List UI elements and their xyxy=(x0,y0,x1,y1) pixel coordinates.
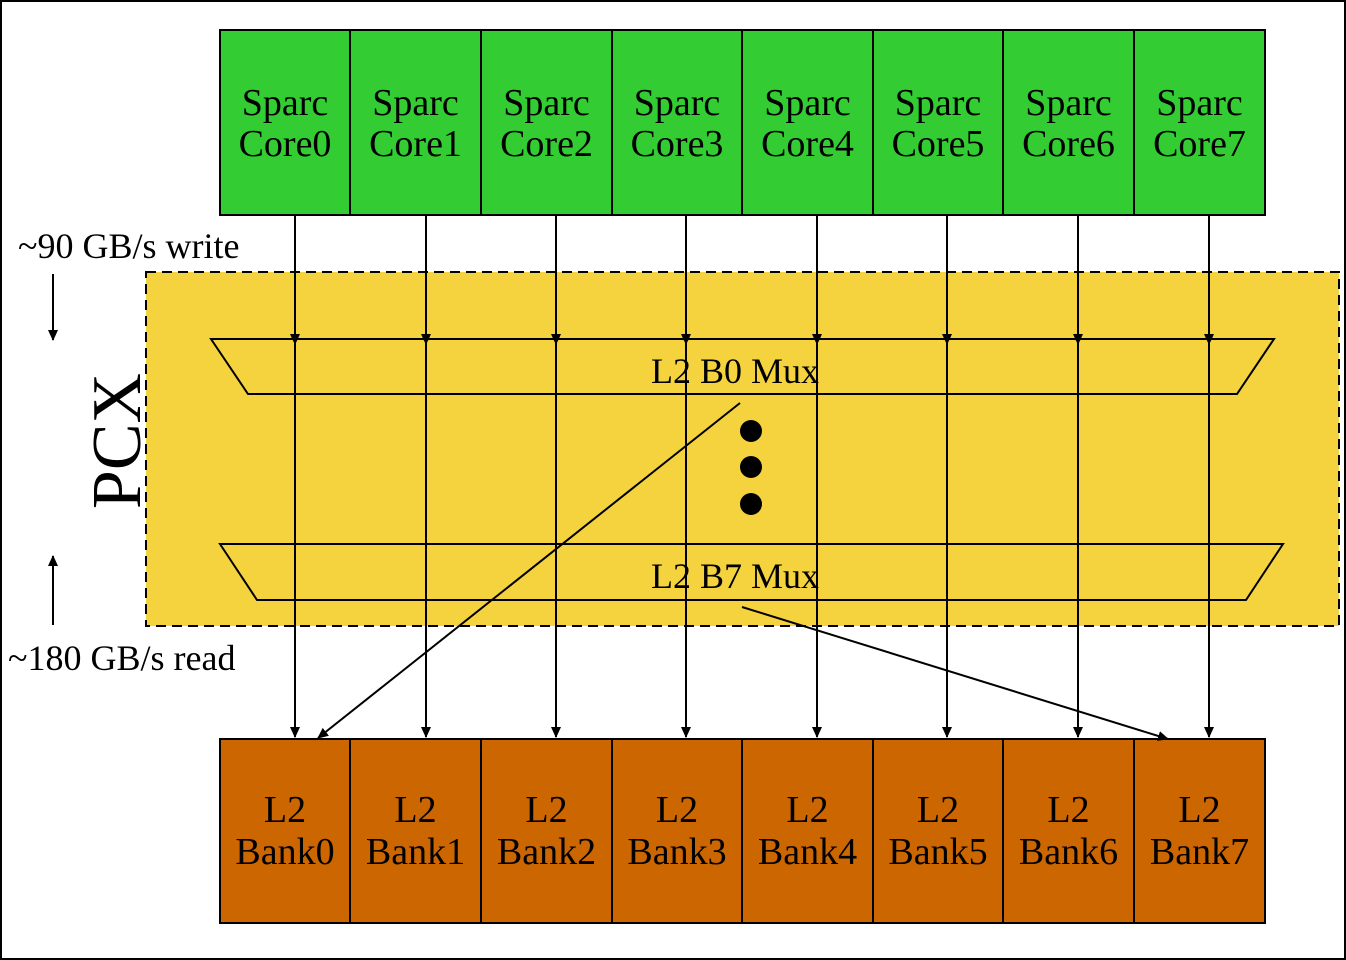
bank-label-line1: L2 xyxy=(1047,789,1089,831)
bank-label-line1: L2 xyxy=(917,789,959,831)
core-label-line1: Sparc xyxy=(1025,82,1112,124)
mux-b0-to-bank0-arrow xyxy=(317,402,741,739)
core-label-line1: Sparc xyxy=(503,82,590,124)
core-label-line2: Core7 xyxy=(1153,123,1246,165)
write-bandwidth-label: ~90 GB/s write xyxy=(18,226,239,266)
ellipsis-dot xyxy=(740,456,762,478)
l2-b0-mux xyxy=(209,338,1276,395)
bank-label-line2: Bank5 xyxy=(888,831,987,873)
bank-label-line1: L2 xyxy=(264,789,306,831)
ellipsis-dot xyxy=(740,493,762,515)
mux-top-label: L2 B0 Mux xyxy=(651,351,819,391)
core-label-line2: Core3 xyxy=(631,123,724,165)
mux-bottom-label: L2 B7 Mux xyxy=(651,556,819,596)
ellipsis-dot xyxy=(740,420,762,442)
bank-label-line2: Bank6 xyxy=(1019,831,1118,873)
core-label-line1: Sparc xyxy=(242,82,329,124)
mux-b7-to-bank7-arrow xyxy=(741,606,1169,741)
bank-label-line2: Bank3 xyxy=(627,831,726,873)
core-label-line1: Sparc xyxy=(634,82,721,124)
bank-label-line1: L2 xyxy=(786,789,828,831)
core-label-line1: Sparc xyxy=(1156,82,1243,124)
bank-label-line2: Bank2 xyxy=(497,831,596,873)
bank-label-line2: Bank1 xyxy=(366,831,465,873)
core-label-line1: Sparc xyxy=(895,82,982,124)
core-label-line2: Core1 xyxy=(369,123,462,165)
core-label-line1: Sparc xyxy=(764,82,851,124)
core-label-line2: Core5 xyxy=(892,123,985,165)
sparc-cores-row: SparcCore0SparcCore1SparcCore2SparcCore3… xyxy=(219,29,1266,216)
core-label-line1: Sparc xyxy=(372,82,459,124)
core-label-line2: Core6 xyxy=(1022,123,1115,165)
l2-b7-mux xyxy=(218,543,1285,601)
pcx-region xyxy=(145,271,1340,627)
bank-label-line1: L2 xyxy=(656,789,698,831)
bank-label-line1: L2 xyxy=(525,789,567,831)
read-bandwidth-label: ~180 GB/s read xyxy=(8,638,235,678)
bank-label-line1: L2 xyxy=(1178,789,1220,831)
bank-label-line2: Bank4 xyxy=(758,831,857,873)
core-label-line2: Core0 xyxy=(239,123,332,165)
pcx-label: PCX xyxy=(79,373,156,509)
core-label-line2: Core4 xyxy=(761,123,854,165)
l2-banks-row: L2Bank0L2Bank1L2Bank2L2Bank3L2Bank4L2Ban… xyxy=(219,738,1266,924)
bank-label-line1: L2 xyxy=(394,789,436,831)
core-label-line2: Core2 xyxy=(500,123,593,165)
core-bank-links xyxy=(290,215,1214,738)
bank-label-line2: Bank7 xyxy=(1150,831,1249,873)
bank-label-line2: Bank0 xyxy=(235,831,334,873)
